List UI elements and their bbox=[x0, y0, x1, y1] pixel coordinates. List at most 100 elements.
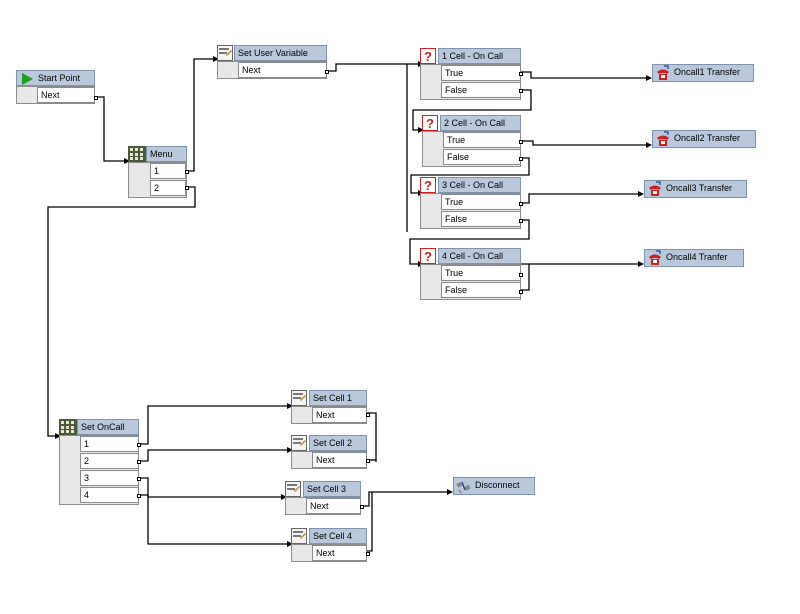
cell1-false[interactable]: False bbox=[441, 82, 521, 98]
cell4-true[interactable]: True bbox=[441, 265, 521, 281]
output-port[interactable] bbox=[185, 186, 189, 190]
wire-oncall1-setcell1 bbox=[140, 405, 287, 445]
menu-title: Menu bbox=[150, 149, 173, 159]
set-user-variable-header[interactable]: Set User Variable bbox=[234, 45, 327, 61]
set-cell-3-title: Set Cell 3 bbox=[307, 484, 347, 494]
set-cell-2-header[interactable]: Set Cell 2 bbox=[309, 435, 367, 451]
set-cell-4-next[interactable]: Next bbox=[312, 545, 367, 561]
wire-oncall4-setcell3 bbox=[140, 494, 281, 498]
keypad-icon bbox=[59, 419, 77, 435]
wire-setcell4-disc bbox=[367, 492, 373, 552]
set-oncall-header[interactable]: Set OnCall bbox=[77, 419, 139, 435]
output-port[interactable] bbox=[519, 157, 523, 161]
question-mark-icon: ? bbox=[420, 177, 436, 193]
output-port[interactable] bbox=[519, 273, 523, 277]
cell3-true[interactable]: True bbox=[441, 194, 521, 210]
cell4-false[interactable]: False bbox=[441, 282, 521, 298]
output-port[interactable] bbox=[366, 459, 370, 463]
output-port[interactable] bbox=[137, 460, 141, 464]
wire-setuser-cell1 bbox=[328, 63, 418, 72]
telephone-transfer-icon bbox=[649, 181, 661, 196]
cell3-title: 3 Cell - On Call bbox=[442, 180, 504, 190]
output-port[interactable] bbox=[185, 170, 189, 174]
set-cell-3-body: Next bbox=[285, 497, 364, 515]
cell1-true[interactable]: True bbox=[441, 65, 521, 81]
cell2-true[interactable]: True bbox=[443, 132, 521, 148]
question-mark-icon: ? bbox=[420, 48, 436, 64]
wire-oncall2-setcell2 bbox=[140, 449, 287, 462]
cell2-header[interactable]: 2 Cell - On Call bbox=[440, 115, 521, 131]
menu-option-1[interactable]: 1 bbox=[150, 163, 186, 179]
set-oncall-option-2[interactable]: 2 bbox=[80, 453, 139, 469]
set-cell-2-body: Next bbox=[291, 451, 370, 469]
keypad-icon bbox=[128, 146, 146, 162]
cell4-body: True False bbox=[420, 264, 523, 300]
node-oncall4-transfer[interactable]: Oncall4 Tranfer bbox=[644, 249, 744, 267]
node-disconnect[interactable]: Disconnect bbox=[453, 477, 535, 495]
output-port[interactable] bbox=[519, 89, 523, 93]
wire-menu2-setoncall bbox=[47, 186, 196, 437]
cell4-title: 4 Cell - On Call bbox=[442, 251, 504, 261]
node-oncall2-transfer[interactable]: Oncall2 Transfer bbox=[652, 130, 756, 148]
output-port[interactable] bbox=[360, 505, 364, 509]
menu-header[interactable]: Menu bbox=[146, 146, 187, 162]
start-point-header[interactable]: Start Point bbox=[16, 70, 95, 86]
set-user-variable-title: Set User Variable bbox=[238, 48, 308, 58]
oncall2-label: Oncall2 Transfer bbox=[674, 133, 741, 143]
output-port[interactable] bbox=[519, 219, 523, 223]
output-port[interactable] bbox=[94, 96, 98, 100]
set-oncall-option-4[interactable]: 4 bbox=[80, 487, 139, 503]
oncall3-label: Oncall3 Transfer bbox=[666, 183, 733, 193]
output-port[interactable] bbox=[325, 70, 329, 74]
output-port[interactable] bbox=[366, 413, 370, 417]
node-oncall1-transfer[interactable]: Oncall1 Transfer bbox=[652, 64, 754, 82]
set-cell-4-header[interactable]: Set Cell 4 bbox=[309, 528, 367, 544]
telephone-transfer-icon bbox=[657, 131, 669, 146]
output-port[interactable] bbox=[519, 290, 523, 294]
output-port[interactable] bbox=[519, 72, 523, 76]
output-port[interactable] bbox=[137, 443, 141, 447]
set-user-variable-body: Next bbox=[217, 61, 329, 79]
play-triangle-icon bbox=[22, 73, 33, 85]
wire-menu1-setuser bbox=[188, 58, 213, 172]
output-port[interactable] bbox=[519, 202, 523, 206]
set-cell-2-title: Set Cell 2 bbox=[313, 438, 353, 448]
output-port[interactable] bbox=[137, 477, 141, 481]
cell3-header[interactable]: 3 Cell - On Call bbox=[438, 177, 521, 193]
set-cell-3-next[interactable]: Next bbox=[306, 498, 361, 514]
node-oncall3-transfer[interactable]: Oncall3 Transfer bbox=[644, 180, 747, 198]
start-point-next[interactable]: Next bbox=[37, 87, 95, 103]
cell3-false[interactable]: False bbox=[441, 211, 521, 227]
wire-cell3true-oncall3 bbox=[521, 193, 638, 204]
set-variable-icon bbox=[291, 390, 307, 406]
set-variable-icon bbox=[217, 45, 233, 61]
cell1-header[interactable]: 1 Cell - On Call bbox=[438, 48, 521, 64]
set-cell-1-body: Next bbox=[291, 406, 370, 424]
set-variable-icon bbox=[291, 528, 307, 544]
cell3-body: True False bbox=[420, 193, 523, 229]
set-oncall-option-1[interactable]: 1 bbox=[80, 436, 139, 452]
set-oncall-option-3[interactable]: 3 bbox=[80, 470, 139, 486]
output-port[interactable] bbox=[137, 494, 141, 498]
question-mark-icon: ? bbox=[422, 115, 438, 131]
disconnect-label: Disconnect bbox=[475, 480, 520, 490]
start-point-title: Start Point bbox=[38, 73, 81, 83]
telephone-transfer-icon bbox=[657, 65, 669, 80]
svg-text:?: ? bbox=[426, 116, 434, 131]
cell2-title: 2 Cell - On Call bbox=[444, 118, 506, 128]
set-cell-1-next[interactable]: Next bbox=[312, 407, 367, 423]
menu-option-2[interactable]: 2 bbox=[150, 180, 186, 196]
output-port[interactable] bbox=[366, 552, 370, 556]
cell2-body: True False bbox=[422, 131, 523, 167]
set-cell-4-title: Set Cell 4 bbox=[313, 531, 353, 541]
svg-text:?: ? bbox=[424, 49, 432, 64]
set-user-variable-next[interactable]: Next bbox=[238, 62, 327, 78]
set-cell-2-next[interactable]: Next bbox=[312, 452, 367, 468]
cell4-header[interactable]: 4 Cell - On Call bbox=[438, 248, 521, 264]
menu-body: 1 2 bbox=[128, 162, 189, 198]
cell2-false[interactable]: False bbox=[443, 149, 521, 165]
set-cell-3-header[interactable]: Set Cell 3 bbox=[303, 481, 361, 497]
set-cell-1-header[interactable]: Set Cell 1 bbox=[309, 390, 367, 406]
output-port[interactable] bbox=[519, 140, 523, 144]
wire-cell4false bbox=[521, 264, 530, 291]
